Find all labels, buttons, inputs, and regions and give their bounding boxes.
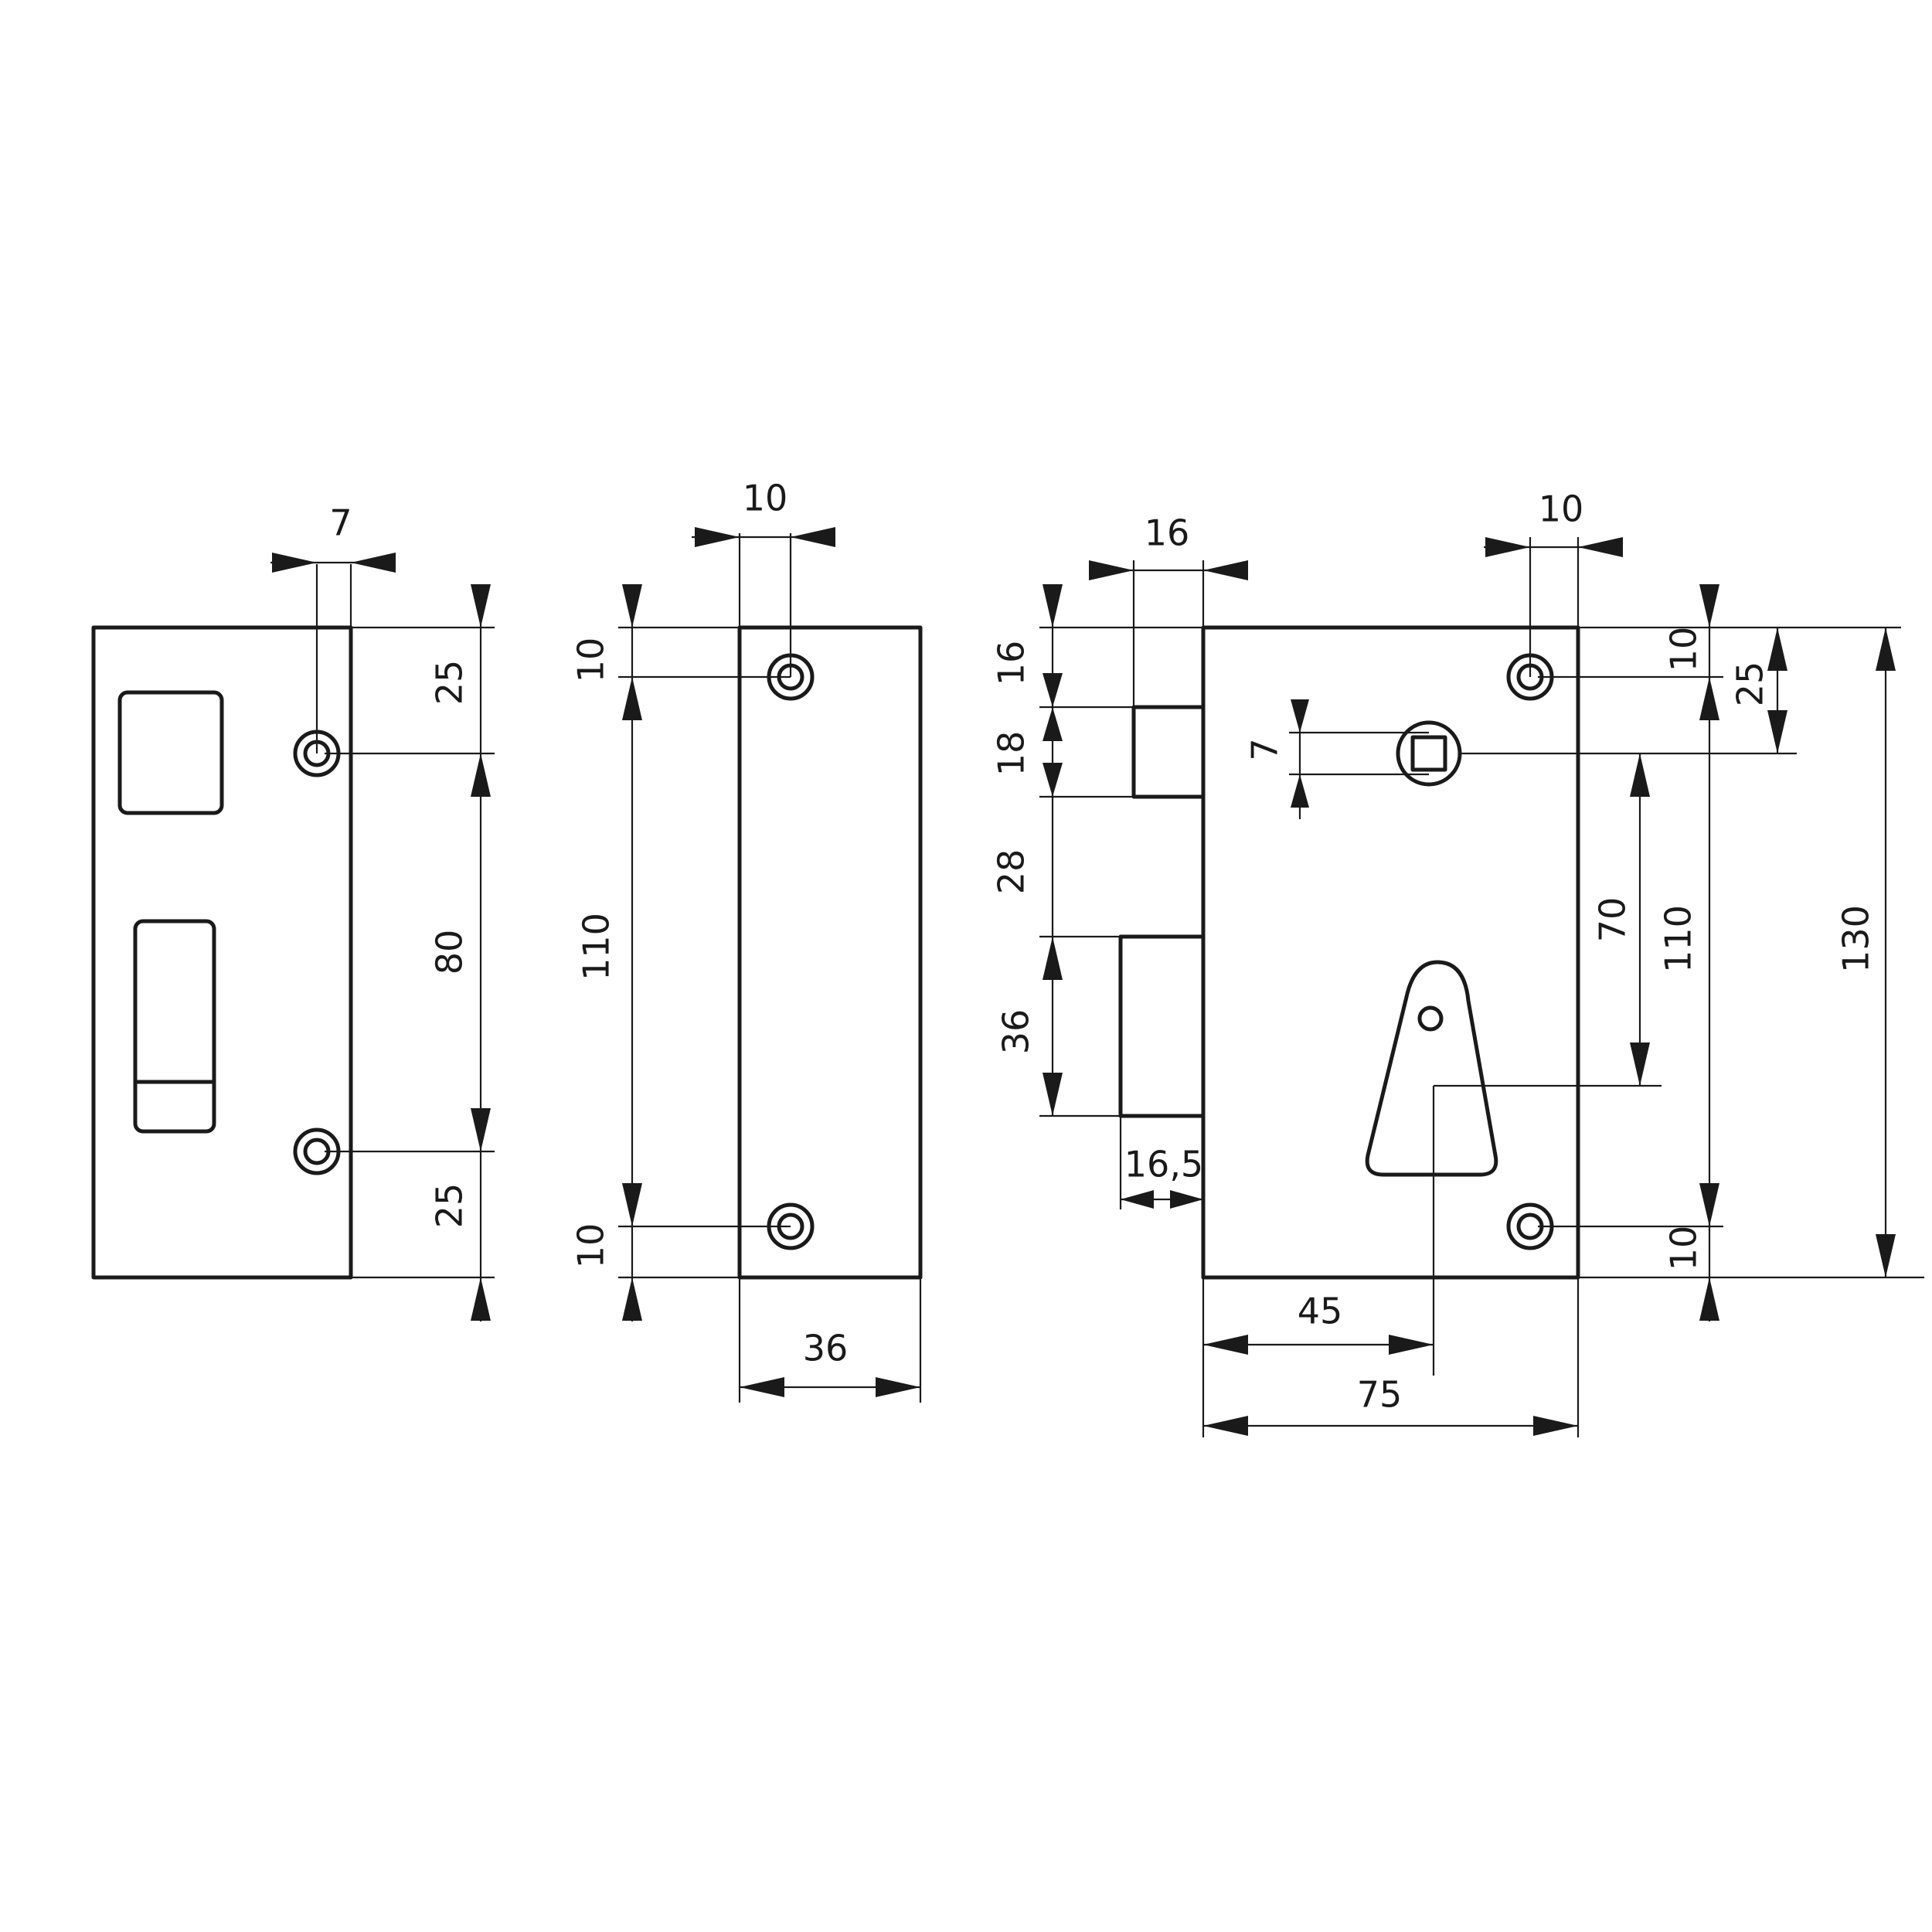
dim-text: 25 (1730, 662, 1771, 707)
key-escutcheon (1365, 960, 1498, 1177)
dim-text: 10 (743, 478, 788, 519)
strike-plate-body (91, 625, 353, 1280)
dim-top-to-spindle: 25 (1460, 628, 1797, 755)
dim-edge-vertical-chain: 10 110 10 (570, 584, 791, 1321)
dim-text: 110 (576, 913, 617, 981)
dim-backset: 45 (1202, 1086, 1435, 1437)
edge-plate-body (737, 625, 923, 1280)
dim-strike-hole-offset: 7 (270, 502, 396, 753)
dim-text: 25 (429, 1183, 471, 1229)
dim-text: 10 (1663, 627, 1705, 672)
dim-text: 10 (570, 638, 612, 683)
lock-body-view: 16 10 16 18 28 36 (991, 488, 1924, 1437)
lock-case (1201, 625, 1580, 1280)
spindle-square (1410, 735, 1447, 772)
dim-text: 10 (570, 1223, 612, 1269)
dim-text: 7 (329, 502, 352, 544)
dead-bolt (1118, 934, 1206, 1118)
dim-lock-hole-chain: 10 110 10 (1538, 584, 1924, 1321)
dim-spindle-to-keyhole: 70 (1434, 753, 1662, 1087)
dim-total-width: 75 (1203, 1277, 1580, 1437)
strike-plate-view: 7 25 80 25 (91, 502, 495, 1321)
dim-lock-hole-offset: 10 (1484, 488, 1623, 677)
dim-text: 70 (1592, 897, 1634, 943)
dim-text: 130 (1835, 905, 1877, 973)
dim-text: 10 (1539, 488, 1584, 530)
dim-bolt-depth: 16 (1089, 512, 1248, 707)
dim-text: 75 (1357, 1374, 1403, 1416)
dim-text: 36 (995, 1009, 1037, 1055)
dim-spindle-square: 7 (1244, 699, 1429, 819)
dim-text: 16 (991, 641, 1032, 686)
strike-latch-opening (117, 690, 224, 815)
dim-edge-width: 36 (738, 1277, 922, 1403)
edge-view: 10 10 110 10 36 (570, 478, 923, 1403)
escutcheon-pivot (1417, 1005, 1444, 1032)
dim-strike-vertical-chain: 25 80 25 (325, 584, 495, 1321)
dim-text: 36 (803, 1328, 849, 1369)
dim-edge-hole-offset: 10 (692, 478, 835, 677)
dim-text: 16,5 (1124, 1144, 1203, 1185)
strike-bolt-opening (133, 919, 216, 1134)
dim-lock-left-chain: 16 18 28 36 (991, 584, 1203, 1117)
dim-text: 110 (1658, 905, 1699, 973)
dim-text: 7 (1244, 738, 1286, 760)
dim-text: 10 (1663, 1226, 1705, 1271)
latch-bolt (1131, 705, 1206, 799)
dim-text: 80 (429, 930, 471, 975)
dim-text: 25 (429, 660, 471, 706)
dim-text: 45 (1298, 1291, 1343, 1332)
dim-text: 18 (991, 731, 1032, 777)
dim-text: 28 (991, 849, 1032, 895)
dim-total-height: 130 (1835, 628, 1896, 1277)
dim-text: 16 (1145, 512, 1190, 554)
dim-bolt-projection: 16,5 (1119, 1116, 1205, 1209)
